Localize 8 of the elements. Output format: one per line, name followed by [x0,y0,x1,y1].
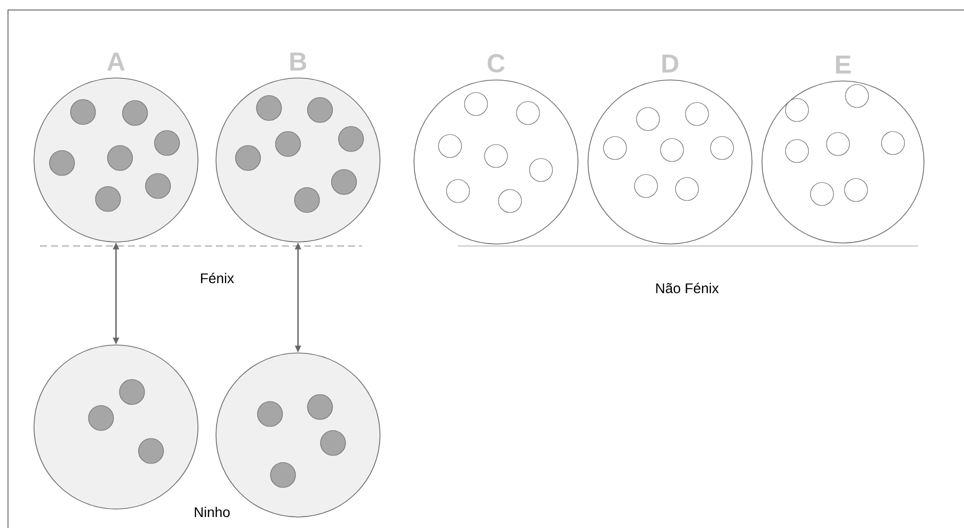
circle-heading: A [107,52,125,70]
label: Ninho [194,506,230,518]
circle-heading: D [662,54,678,72]
label: Não Fénix [656,282,719,294]
circle-heading: B [290,52,306,70]
circle-heading: E [836,56,851,74]
label: Fénix [201,272,234,284]
circle-heading: C [488,54,505,72]
